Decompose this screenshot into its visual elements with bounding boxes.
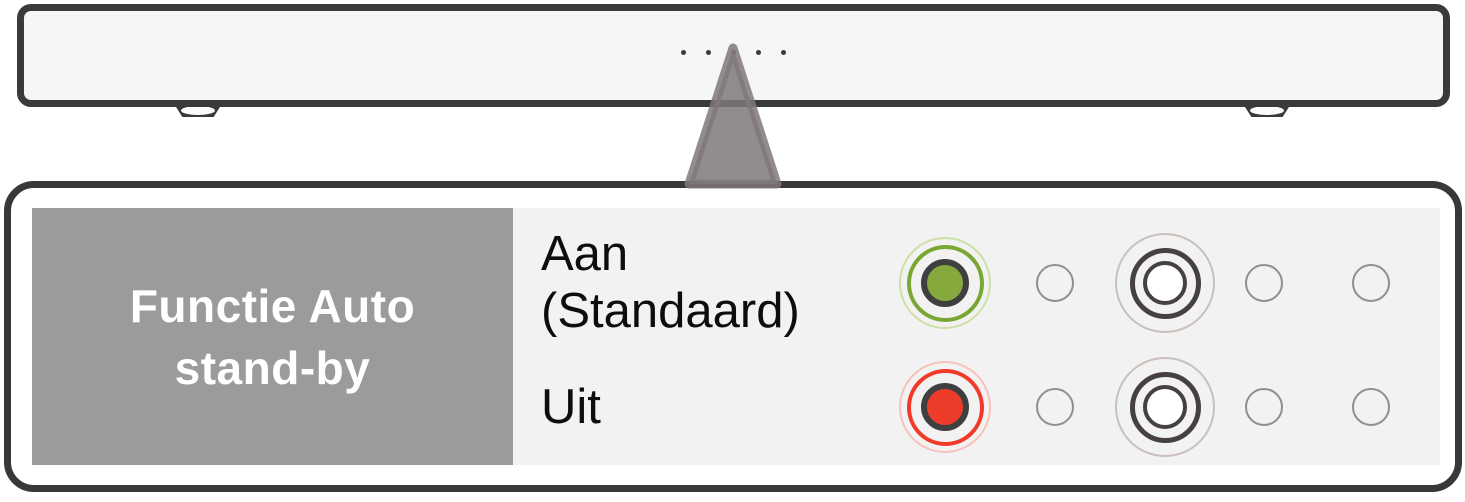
led-ring-green <box>906 244 984 322</box>
button-halo <box>1115 233 1215 333</box>
option-label-aan-line1: Aan <box>541 227 629 281</box>
display-dot <box>755 50 761 55</box>
option-label-uit-line1: Uit <box>541 380 601 434</box>
display-dot <box>780 50 786 55</box>
display-dot <box>680 50 686 55</box>
soundbar-illustration <box>17 4 1450 107</box>
plain-dot-indicator <box>1036 264 1074 302</box>
button-ring <box>1129 247 1201 319</box>
plain-dot-indicator <box>1245 264 1283 302</box>
display-dot <box>730 50 736 55</box>
button-halo <box>1115 357 1215 457</box>
plain-dot-indicator <box>1352 388 1390 426</box>
option-label-aan: Aan (Standaard) <box>541 226 800 340</box>
plain-dot-indicator <box>1036 388 1074 426</box>
button-ring <box>1129 371 1201 443</box>
setting-title-line2: stand-by <box>174 341 371 394</box>
setting-title-box: Functie Auto stand-by <box>32 208 513 465</box>
led-halo-red <box>899 361 991 453</box>
power-button-indicator <box>1143 261 1187 305</box>
status-led-green <box>921 259 969 307</box>
led-halo-green <box>899 237 991 329</box>
option-label-aan-line2: (Standaard) <box>541 284 800 338</box>
display-dot <box>705 50 711 55</box>
setting-title-line1: Functie Auto <box>129 279 416 332</box>
plain-dot-indicator <box>1352 264 1390 302</box>
option-label-uit: Uit <box>541 379 601 436</box>
led-ring-red <box>906 368 984 446</box>
power-button-indicator <box>1143 385 1187 429</box>
plain-dot-indicator <box>1245 388 1283 426</box>
status-led-red <box>921 383 969 431</box>
